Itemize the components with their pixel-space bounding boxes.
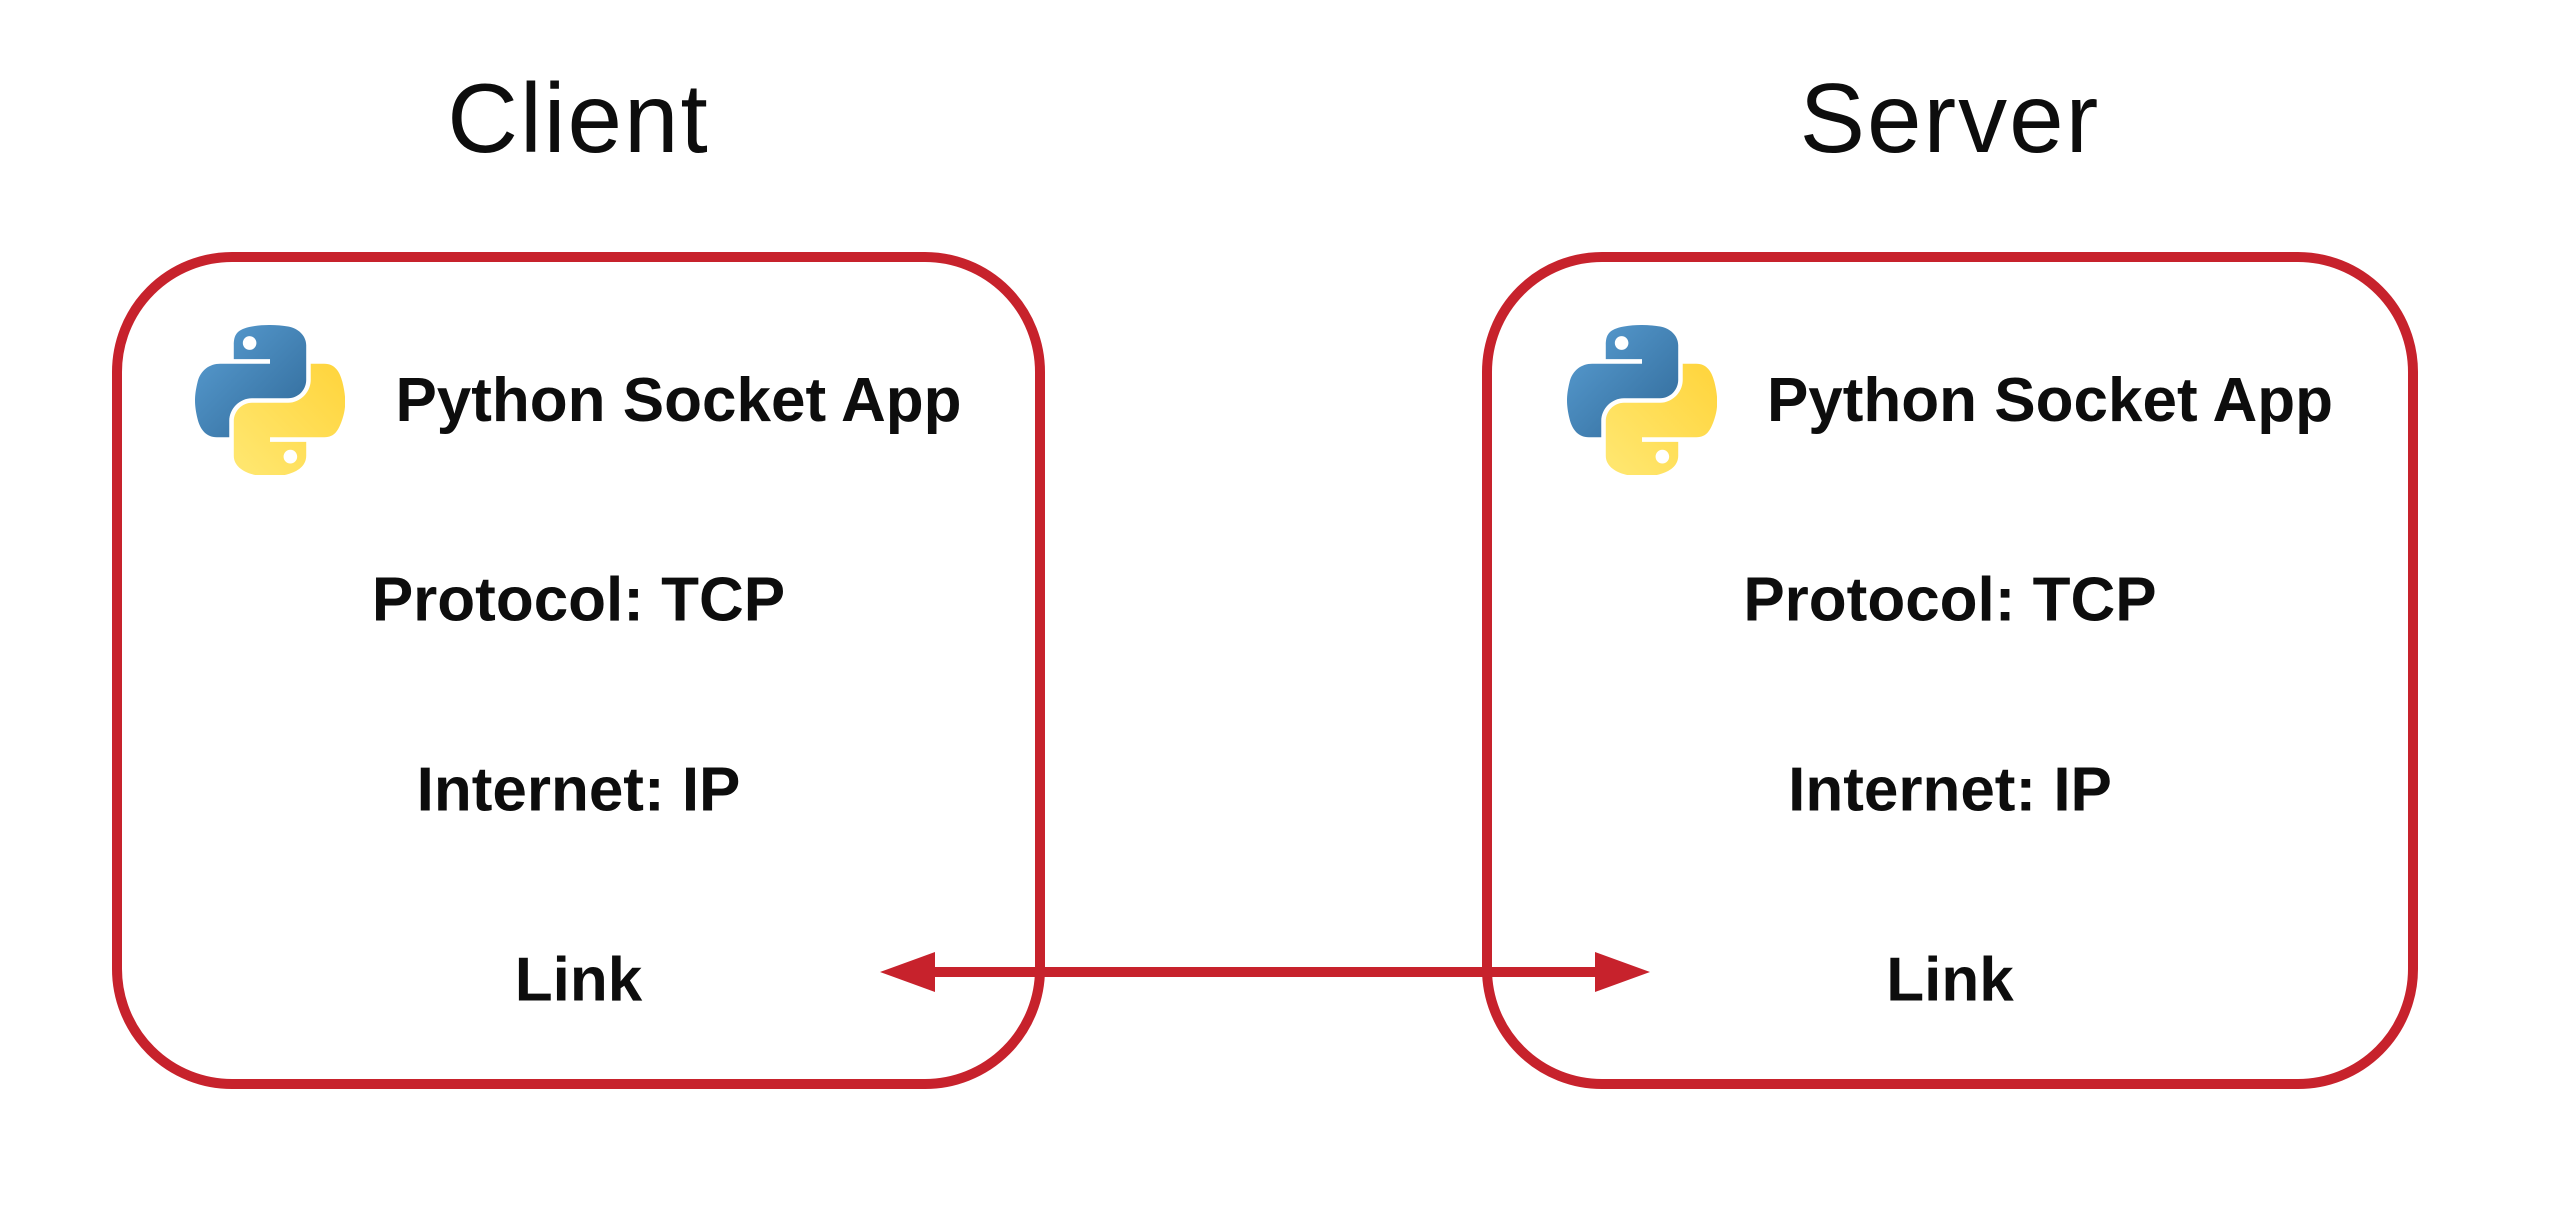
client-app-label: Python Socket App bbox=[395, 365, 962, 435]
server-app-row: Python Socket App bbox=[1492, 325, 2408, 475]
server-protocol-label: Protocol: TCP bbox=[1743, 565, 2157, 635]
server-box: Python Socket App Protocol: TCP Internet… bbox=[1482, 252, 2418, 1089]
client-title: Client bbox=[447, 63, 710, 173]
server-link-label: Link bbox=[1886, 945, 2014, 1015]
server-app-label: Python Socket App bbox=[1766, 365, 2334, 435]
client-link-label: Link bbox=[514, 945, 643, 1015]
server-title: Server bbox=[1799, 63, 2101, 173]
client-box: Python Socket App Protocol: TCP Internet… bbox=[112, 252, 1045, 1089]
bidirectional-arrow-icon bbox=[880, 952, 1650, 992]
client-app-row: Python Socket App bbox=[122, 325, 1035, 475]
client-internet-label: Internet: IP bbox=[416, 755, 741, 825]
server-internet-label: Internet: IP bbox=[1788, 755, 2112, 825]
python-logo-icon bbox=[1566, 325, 1717, 475]
client-protocol-label: Protocol: TCP bbox=[371, 565, 786, 635]
python-logo-icon bbox=[195, 325, 346, 475]
